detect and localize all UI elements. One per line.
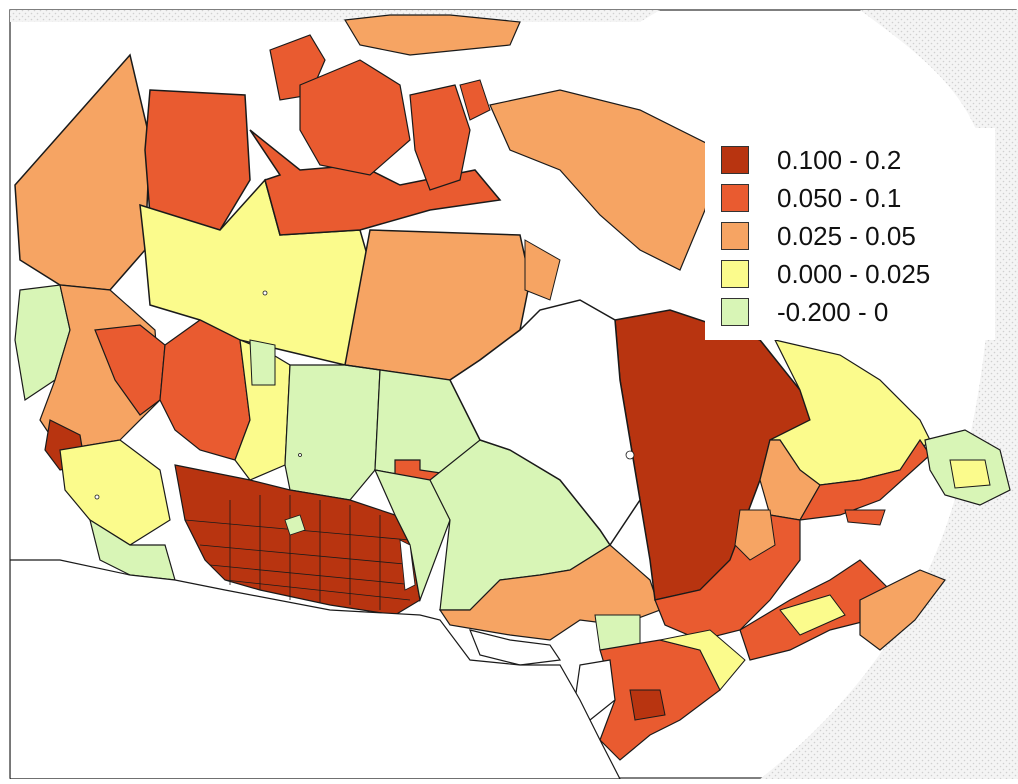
legend-swatch bbox=[721, 184, 749, 212]
legend-item: 0.000 - 0.025 bbox=[721, 256, 930, 292]
region-prairies-darkred bbox=[174, 464, 421, 616]
small-lakes bbox=[94, 290, 635, 500]
region-nova-scotia bbox=[859, 569, 946, 651]
legend-label: 0.025 - 0.05 bbox=[777, 220, 916, 251]
legend-item: 0.025 - 0.05 bbox=[721, 218, 916, 254]
legend-item: -0.200 - 0 bbox=[721, 294, 888, 330]
region-southern-ontario-darkred bbox=[629, 689, 666, 721]
legend-swatch bbox=[721, 298, 749, 326]
region-quebec-south-orange bbox=[734, 509, 776, 561]
legend-item: 0.050 - 0.1 bbox=[721, 180, 901, 216]
hudson-bay bbox=[449, 299, 641, 547]
region-quebec-gaspe-red bbox=[844, 509, 886, 526]
region-bc-southeast-yellow bbox=[59, 439, 171, 546]
region-ellesmere-island bbox=[344, 14, 521, 56]
region-arctic-red-small bbox=[459, 79, 491, 121]
region-sask-north-green bbox=[284, 364, 381, 501]
map-legend: 0.100 - 0.2 0.050 - 0.1 0.025 - 0.05 0.0… bbox=[705, 128, 995, 340]
legend-swatch bbox=[721, 146, 749, 174]
region-maritimes-yellow bbox=[779, 594, 846, 636]
legend-item: 0.100 - 0.2 bbox=[721, 142, 901, 178]
region-arctic-red-east bbox=[409, 84, 471, 191]
region-southampton bbox=[524, 239, 561, 301]
region-victoria-island bbox=[299, 59, 411, 176]
lake-winnipeg bbox=[399, 539, 416, 591]
region-baffin-island bbox=[489, 89, 721, 271]
region-southern-ontario-yellow bbox=[659, 629, 746, 691]
legend-label: 0.000 - 0.025 bbox=[777, 258, 931, 289]
region-prairies-green-spot bbox=[284, 514, 306, 536]
legend-label: 0.100 - 0.2 bbox=[777, 144, 902, 175]
legend-swatch bbox=[721, 222, 749, 250]
usa-outline bbox=[10, 559, 621, 779]
region-alberta-green-small bbox=[249, 339, 276, 386]
legend-label: -0.200 - 0 bbox=[777, 296, 889, 327]
region-newfoundland-yellow bbox=[949, 459, 991, 489]
legend-label: 0.050 - 0.1 bbox=[777, 182, 902, 213]
ocean-hatch-top bbox=[10, 10, 660, 22]
region-northwest-coast bbox=[14, 53, 151, 291]
legend-swatch bbox=[721, 260, 749, 288]
lake-superior bbox=[469, 629, 562, 666]
